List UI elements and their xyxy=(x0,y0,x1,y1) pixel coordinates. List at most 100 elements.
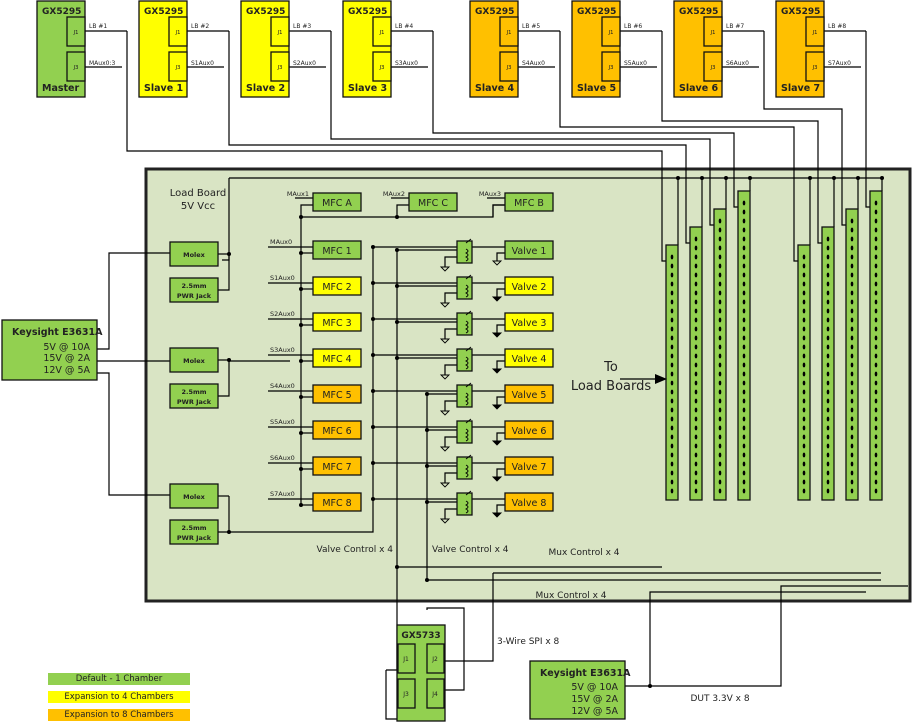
psu-right-model: Keysight E3631A xyxy=(540,668,631,679)
module-role: Master xyxy=(42,83,80,94)
ground-icon xyxy=(439,338,451,344)
gx5733-j4-loop xyxy=(426,607,465,691)
mfc-box xyxy=(312,456,362,476)
pwr-jack-label-2: PWR Jack xyxy=(177,398,212,406)
relay-gnd xyxy=(444,400,457,411)
pin-dot xyxy=(826,335,830,341)
pin-dot xyxy=(694,470,698,476)
pin-dot xyxy=(694,236,698,242)
mfc-label: MFC 7 xyxy=(322,462,351,473)
j3-label: J3 xyxy=(276,65,283,71)
pin-dot xyxy=(718,335,722,341)
module-role: Slave 3 xyxy=(348,83,387,94)
j1-label: J1 xyxy=(276,30,282,36)
pin-dot xyxy=(718,461,722,467)
pin-dot xyxy=(874,425,878,431)
jack-out xyxy=(218,254,230,291)
pin-dot xyxy=(694,290,698,296)
pin-dot xyxy=(874,479,878,485)
pin-dot xyxy=(718,236,722,242)
j1-port xyxy=(805,16,825,47)
j3-label: J3 xyxy=(72,65,79,71)
lb-wire xyxy=(126,31,666,262)
pin-dot xyxy=(826,326,830,332)
pin-dot xyxy=(874,290,878,296)
pin-dot xyxy=(826,371,830,377)
pin-dot xyxy=(742,488,746,494)
pin-dot xyxy=(694,317,698,323)
j3-port xyxy=(372,51,392,82)
legend-expansion-8: Expansion to 8 Chambers xyxy=(48,709,190,721)
ground-icon xyxy=(491,512,503,518)
signal-label: S7Aux0 xyxy=(270,490,295,498)
j3-label: J3 xyxy=(174,65,181,71)
pin-dot xyxy=(850,362,854,368)
mfc-box xyxy=(312,192,362,212)
j1-port xyxy=(499,16,519,47)
pin-dot xyxy=(718,479,722,485)
load-board-connector xyxy=(737,190,751,501)
mfc-label: MFC B xyxy=(514,198,544,209)
pin-dot xyxy=(802,398,806,404)
pin-dot xyxy=(850,470,854,476)
module-role: Slave 5 xyxy=(577,83,616,94)
pin-dot xyxy=(874,353,878,359)
pin-dot xyxy=(718,371,722,377)
pin-dot xyxy=(694,425,698,431)
relay-coil-icon xyxy=(464,418,472,442)
mux-control-top-label: Mux Control x 4 xyxy=(549,548,620,558)
spi-label: 3-Wire SPI x 8 xyxy=(497,637,560,647)
aux-label: S3Aux0 xyxy=(395,60,418,67)
pin-dot xyxy=(802,281,806,287)
ground-icon xyxy=(491,368,503,374)
pin-dot xyxy=(850,344,854,350)
legend-default: Default - 1 Chamber xyxy=(48,673,190,685)
aux-label: S5Aux0 xyxy=(624,60,647,67)
mfc-label: MFC C xyxy=(418,198,448,209)
pin-dot xyxy=(742,389,746,395)
ground-icon xyxy=(491,332,503,338)
valve-gnd xyxy=(496,396,505,405)
pin-dot xyxy=(670,371,674,377)
valve-box xyxy=(504,492,554,512)
pin-dot xyxy=(802,407,806,413)
mfc-box xyxy=(312,276,362,296)
pin-dot xyxy=(694,299,698,305)
pin-dot xyxy=(694,344,698,350)
pin-dot xyxy=(874,218,878,224)
dut-label: DUT 3.3V x 8 xyxy=(690,694,749,704)
gx5733-module: GX5733 J1 J2 J3 J4 xyxy=(396,624,446,722)
molex-connector xyxy=(169,241,219,267)
lb-label: LB #2 xyxy=(191,23,209,30)
pin-dot xyxy=(718,218,722,224)
pin-dot xyxy=(670,308,674,314)
pin-dot xyxy=(874,263,878,269)
valve-gnd xyxy=(496,504,505,513)
pin-dot xyxy=(718,281,722,287)
lb-wire xyxy=(661,31,822,244)
molex-label: Molex xyxy=(183,251,206,259)
pin-dot xyxy=(874,209,878,215)
mfc-label: MFC 1 xyxy=(322,246,351,257)
relay-icon xyxy=(456,492,473,516)
pin-dot xyxy=(670,281,674,287)
load-board-connector xyxy=(797,244,811,501)
j1-label: J1 xyxy=(709,30,715,36)
pin-dot xyxy=(850,263,854,269)
lb-label: LB #8 xyxy=(828,23,846,30)
pin-dot xyxy=(718,308,722,314)
pin-dot xyxy=(718,317,722,323)
pin-dot xyxy=(718,362,722,368)
mfc-label: MFC 2 xyxy=(322,282,351,293)
pin-dot xyxy=(694,461,698,467)
pin-dot xyxy=(850,434,854,440)
dut-bus-2 xyxy=(650,585,908,687)
pin-dot xyxy=(694,452,698,458)
ground-icon xyxy=(491,296,503,302)
pin-dot xyxy=(670,317,674,323)
